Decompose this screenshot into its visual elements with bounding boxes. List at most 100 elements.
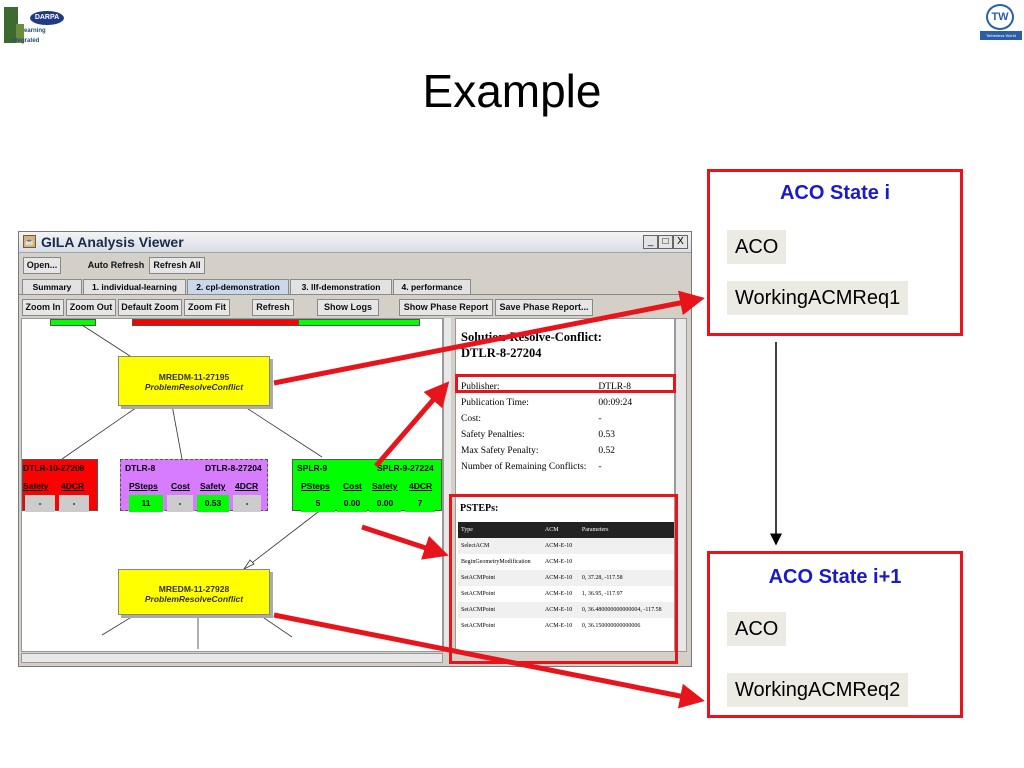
aco-state-title: ACO State i: [779, 182, 891, 204]
graph-horizontal-scrollbar[interactable]: [21, 653, 443, 663]
strip-cell: 0.53: [197, 495, 229, 512]
psteps-header: Type: [458, 522, 542, 538]
tw-caption: Tetherless World: [980, 31, 1022, 40]
refresh-all-button[interactable]: Refresh All: [149, 257, 205, 274]
strip-link-cost[interactable]: Cost: [171, 481, 190, 491]
field-value: DTLR-8: [598, 382, 632, 392]
solution-strip-splr9[interactable]: SPLR-9 SPLR-9-27224 PSteps Cost Safety 4…: [292, 459, 442, 512]
tw-badge: TW: [986, 4, 1014, 30]
strip-cell: 7: [405, 495, 435, 512]
save-phase-report-button[interactable]: Save Phase Report...: [495, 299, 593, 316]
window-titlebar[interactable]: ☕ GILA Analysis Viewer _ □ X: [19, 232, 691, 253]
field-value: 00:09:24: [598, 398, 633, 408]
strip-cell: 0.00: [369, 495, 401, 512]
tab-llf-demonstration[interactable]: 3. llf-demonstration: [290, 279, 392, 294]
aco-state-title: ACO State i+1: [768, 566, 902, 588]
strip-cell: -: [59, 495, 89, 512]
node-type: ProblemResolveConflict: [144, 382, 244, 392]
graph-canvas[interactable]: MREDM-11-27195 ProblemResolveConflict DT…: [21, 318, 443, 652]
psteps-header: Parameters: [578, 522, 674, 538]
strip-link-4dcr[interactable]: 4DCR: [61, 481, 85, 491]
field-value: 0.52: [598, 446, 615, 456]
close-button[interactable]: X: [673, 235, 688, 249]
psteps-highlight-box: [449, 494, 678, 664]
field-value: 0.53: [598, 430, 615, 440]
field-key: Number of Remaining Conflicts:: [461, 462, 587, 472]
strip-cell: 11: [129, 495, 163, 512]
zoom-in-button[interactable]: Zoom In: [22, 299, 64, 316]
strip-link-safety[interactable]: Safety: [372, 481, 398, 491]
arrow-node-to-aco-i1: [273, 612, 705, 709]
field-row: Safety Penalties: 0.53: [459, 427, 634, 443]
node-mredm-27928[interactable]: MREDM-11-27928 ProblemResolveConflict: [118, 569, 270, 615]
field-key: Safety Penalties:: [461, 430, 525, 440]
auto-refresh-button[interactable]: Auto Refresh: [87, 260, 145, 270]
node-type: ProblemResolveConflict: [144, 594, 244, 604]
ilearning-logo: DARPA earning ntegrated: [4, 4, 68, 46]
show-phase-report-button[interactable]: Show Phase Report: [399, 299, 493, 316]
tab-cpl-demonstration[interactable]: 2. cpl-demonstration: [187, 279, 289, 294]
arrow-strip-to-publisher: [374, 381, 450, 468]
strip-cell: 0.00: [337, 495, 367, 512]
minimize-button[interactable]: _: [643, 235, 658, 249]
arrow-node-to-aco-i: [273, 290, 705, 386]
field-row: Publisher: DTLR-8: [459, 379, 634, 395]
strip-link-psteps[interactable]: PSteps: [301, 481, 330, 491]
publisher-highlight-box: [455, 374, 676, 393]
strip-link-4dcr[interactable]: 4DCR: [235, 481, 259, 491]
show-logs-button[interactable]: Show Logs: [317, 299, 379, 316]
node-id: MREDM-11-27928: [158, 584, 230, 594]
slide-title: Example: [422, 65, 602, 117]
field-row: Publication Time:00:09:24: [459, 395, 634, 411]
field-key: Max Safety Penalty:: [461, 446, 539, 456]
graph-vertical-scrollbar[interactable]: [443, 318, 451, 652]
open-button[interactable]: Open...: [23, 257, 61, 274]
psteps-header: ACM: [541, 522, 579, 538]
solution-strip-dtlr10[interactable]: DTLR-10-27208 Safety 4DCR - -: [22, 459, 98, 512]
strip-link-safety[interactable]: Safety: [23, 481, 49, 491]
tab-individual-learning[interactable]: 1. individual-learning: [83, 279, 186, 294]
tab-summary[interactable]: Summary: [22, 279, 82, 294]
field-key: Publisher:: [461, 382, 500, 392]
field-value: -: [598, 462, 602, 472]
strip-cell: -: [167, 495, 193, 512]
field-row: Cost:-: [459, 411, 634, 427]
strip-head-right: DTLR-8-27204: [205, 463, 262, 473]
refresh-button[interactable]: Refresh: [252, 299, 294, 316]
strip-head: DTLR-10-27208: [23, 463, 85, 473]
strip-cell: -: [25, 495, 55, 512]
psteps-label: PSTEPs:: [460, 503, 499, 514]
working-acm-req-chip: WorkingACMReq1: [727, 281, 909, 315]
strip-link-psteps[interactable]: PSteps: [129, 481, 158, 491]
maximize-button[interactable]: □: [658, 235, 673, 249]
tetherless-world-logo: TW Tetherless World: [980, 4, 1022, 40]
tab-performance[interactable]: 4. performance: [393, 279, 471, 294]
field-value: -: [598, 414, 602, 424]
strip-link-4dcr[interactable]: 4DCR: [409, 481, 433, 491]
java-cup-icon: ☕: [23, 235, 36, 248]
strip-head-right: SPLR-9-27224: [377, 463, 434, 473]
strip-link-cost[interactable]: Cost: [343, 481, 362, 491]
solution-strip-dtlr8[interactable]: DTLR-8 DTLR-8-27204 PSteps Cost Safety 4…: [120, 459, 268, 512]
default-zoom-button[interactable]: Default Zoom: [118, 299, 182, 316]
strip-link-safety[interactable]: Safety: [200, 481, 226, 491]
darpa-badge: DARPA: [30, 11, 64, 25]
detail-vertical-scrollbar[interactable]: [675, 318, 687, 652]
field-row: Max Safety Penalty: 0.52: [459, 443, 634, 459]
solution-detail-panel: Solution-Resolve-Conflict: DTLR-8-27204 …: [455, 318, 675, 652]
arrow-strip-to-psteps: [361, 524, 449, 560]
logo-text-integrated: ntegrated: [12, 38, 40, 44]
node-id: MREDM-11-27195: [158, 372, 230, 382]
zoom-fit-button[interactable]: Zoom Fit: [184, 299, 230, 316]
window-title: GILA Analysis Viewer: [41, 234, 184, 250]
zoom-out-button[interactable]: Zoom Out: [66, 299, 116, 316]
node-mredm-27195[interactable]: MREDM-11-27195 ProblemResolveConflict: [118, 356, 270, 406]
strip-cell: 5: [301, 495, 335, 512]
